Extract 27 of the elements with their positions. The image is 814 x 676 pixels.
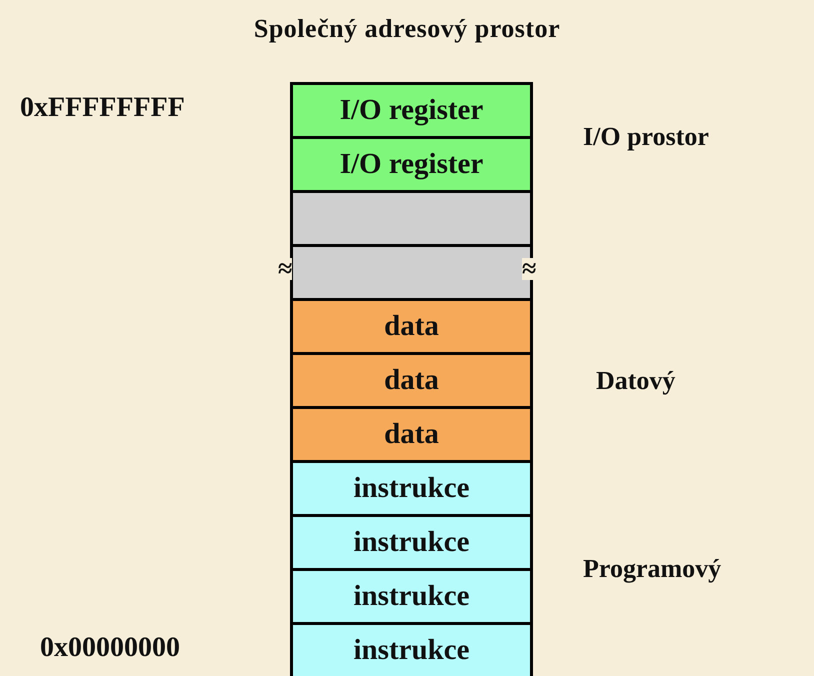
address-label: 0xFFFFFFFF bbox=[20, 92, 185, 124]
cell-label: I/O register bbox=[340, 94, 484, 127]
memory-cell bbox=[290, 514, 533, 571]
break-mark: ≈ bbox=[278, 258, 292, 280]
memory-cell bbox=[290, 82, 533, 139]
cell-label: data bbox=[384, 364, 439, 397]
diagram-title: Společný adresový prostor bbox=[252, 14, 562, 44]
memory-cell bbox=[290, 622, 533, 676]
region-label: Datový bbox=[596, 366, 676, 396]
region-label: I/O prostor bbox=[583, 122, 709, 152]
cell-label: I/O register bbox=[340, 148, 484, 181]
memory-cell bbox=[290, 136, 533, 193]
cell-label: instrukce bbox=[354, 472, 470, 505]
cell-label: instrukce bbox=[354, 634, 470, 667]
memory-cell bbox=[290, 460, 533, 517]
empty-memory-cell bbox=[290, 190, 533, 247]
memory-cell bbox=[290, 352, 533, 409]
address-label: 0x00000000 bbox=[40, 632, 180, 664]
region-label: Programový bbox=[583, 554, 722, 584]
cell-label: instrukce bbox=[354, 580, 470, 613]
cell-label: instrukce bbox=[354, 526, 470, 559]
memory-cell bbox=[290, 568, 533, 625]
memory-cell bbox=[290, 406, 533, 463]
memory-cell bbox=[290, 298, 533, 355]
cell-label: data bbox=[384, 310, 439, 343]
break-mark: ≈ bbox=[522, 258, 536, 280]
cell-label: data bbox=[384, 418, 439, 451]
